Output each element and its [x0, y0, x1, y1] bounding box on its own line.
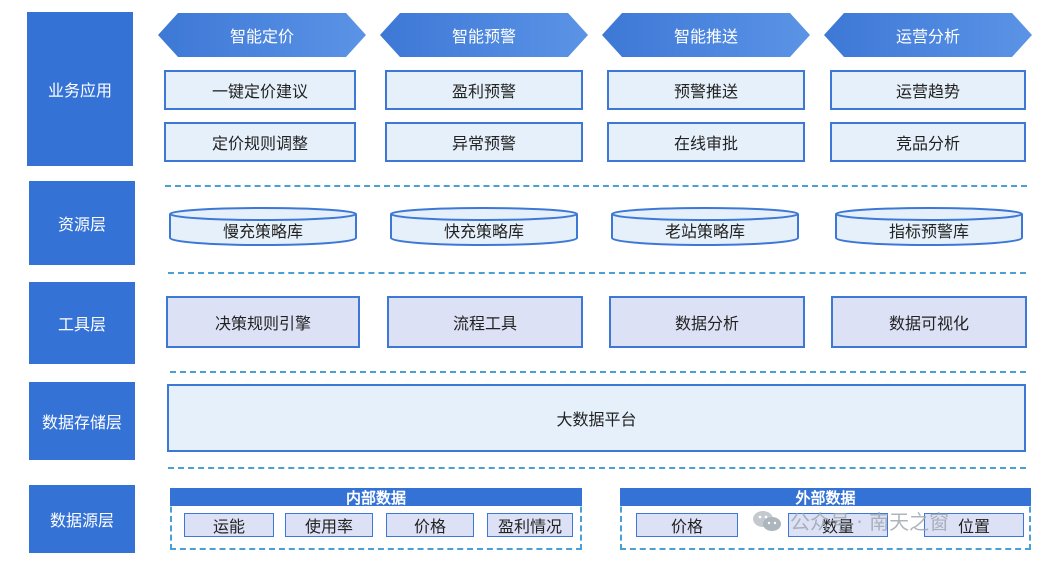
- tool-item: 决策规则引擎: [166, 296, 360, 348]
- tool-item: 数据分析: [609, 296, 805, 348]
- database-icon: [835, 207, 1023, 246]
- internal-data-item: 价格: [386, 513, 474, 537]
- separator-line: [170, 371, 1026, 373]
- database-cylinder: 指标预警库: [834, 206, 1024, 246]
- business-header-push: 智能推送: [602, 13, 810, 57]
- layer-label-resource: 资源层: [29, 181, 135, 265]
- business-item: 竞品分析: [830, 122, 1026, 162]
- database-label: 快充策略库: [443, 222, 524, 241]
- layer-label-business: 业务应用: [27, 12, 133, 166]
- internal-data-item: 盈利情况: [487, 513, 573, 537]
- watermark: 公众号 · 南天之窗: [752, 506, 949, 535]
- database-cylinder: 慢充策略库: [168, 206, 358, 246]
- database-label: 老站策略库: [664, 222, 745, 241]
- internal-data-item: 使用率: [285, 513, 373, 537]
- tool-item: 流程工具: [387, 296, 583, 348]
- business-item: 一键定价建议: [164, 70, 356, 110]
- business-header-analysis: 运营分析: [824, 13, 1032, 57]
- internal-data-group: 内部数据: [170, 488, 582, 550]
- business-item: 在线审批: [607, 122, 805, 162]
- wechat-icon: [753, 510, 781, 531]
- database-icon: [390, 207, 578, 246]
- internal-data-item: 运能: [184, 513, 274, 537]
- database-cylinder: 老站策略库: [610, 206, 800, 246]
- layer-label-tool: 工具层: [29, 282, 135, 364]
- business-header-pricing: 智能定价: [158, 13, 366, 57]
- database-icon: [611, 207, 799, 246]
- internal-data-title: 内部数据: [170, 488, 582, 507]
- separator-line: [168, 272, 1026, 274]
- external-data-item: 价格: [636, 513, 738, 537]
- business-item: 定价规则调整: [164, 122, 356, 162]
- layer-label-source: 数据源层: [29, 485, 135, 553]
- business-item: 预警推送: [607, 70, 805, 110]
- database-label: 指标预警库: [888, 222, 969, 241]
- separator-line: [168, 467, 1026, 469]
- business-item: 异常预警: [385, 122, 583, 162]
- tool-item: 数据可视化: [831, 296, 1027, 348]
- database-icon: [169, 207, 357, 246]
- external-data-group: 外部数据: [620, 488, 1031, 550]
- big-data-platform: 大数据平台: [167, 384, 1026, 452]
- database-label: 慢充策略库: [222, 222, 303, 241]
- watermark-text: 公众号 · 南天之窗: [790, 510, 950, 534]
- database-cylinder: 快充策略库: [389, 206, 579, 246]
- external-data-item: 数量: [788, 513, 888, 537]
- external-data-item: 位置: [924, 513, 1024, 537]
- separator-line: [165, 185, 1027, 187]
- business-item: 盈利预警: [385, 70, 583, 110]
- business-item: 运营趋势: [830, 70, 1026, 110]
- layer-label-storage: 数据存储层: [29, 382, 135, 460]
- external-data-title: 外部数据: [620, 488, 1031, 507]
- business-header-warning: 智能预警: [380, 13, 588, 57]
